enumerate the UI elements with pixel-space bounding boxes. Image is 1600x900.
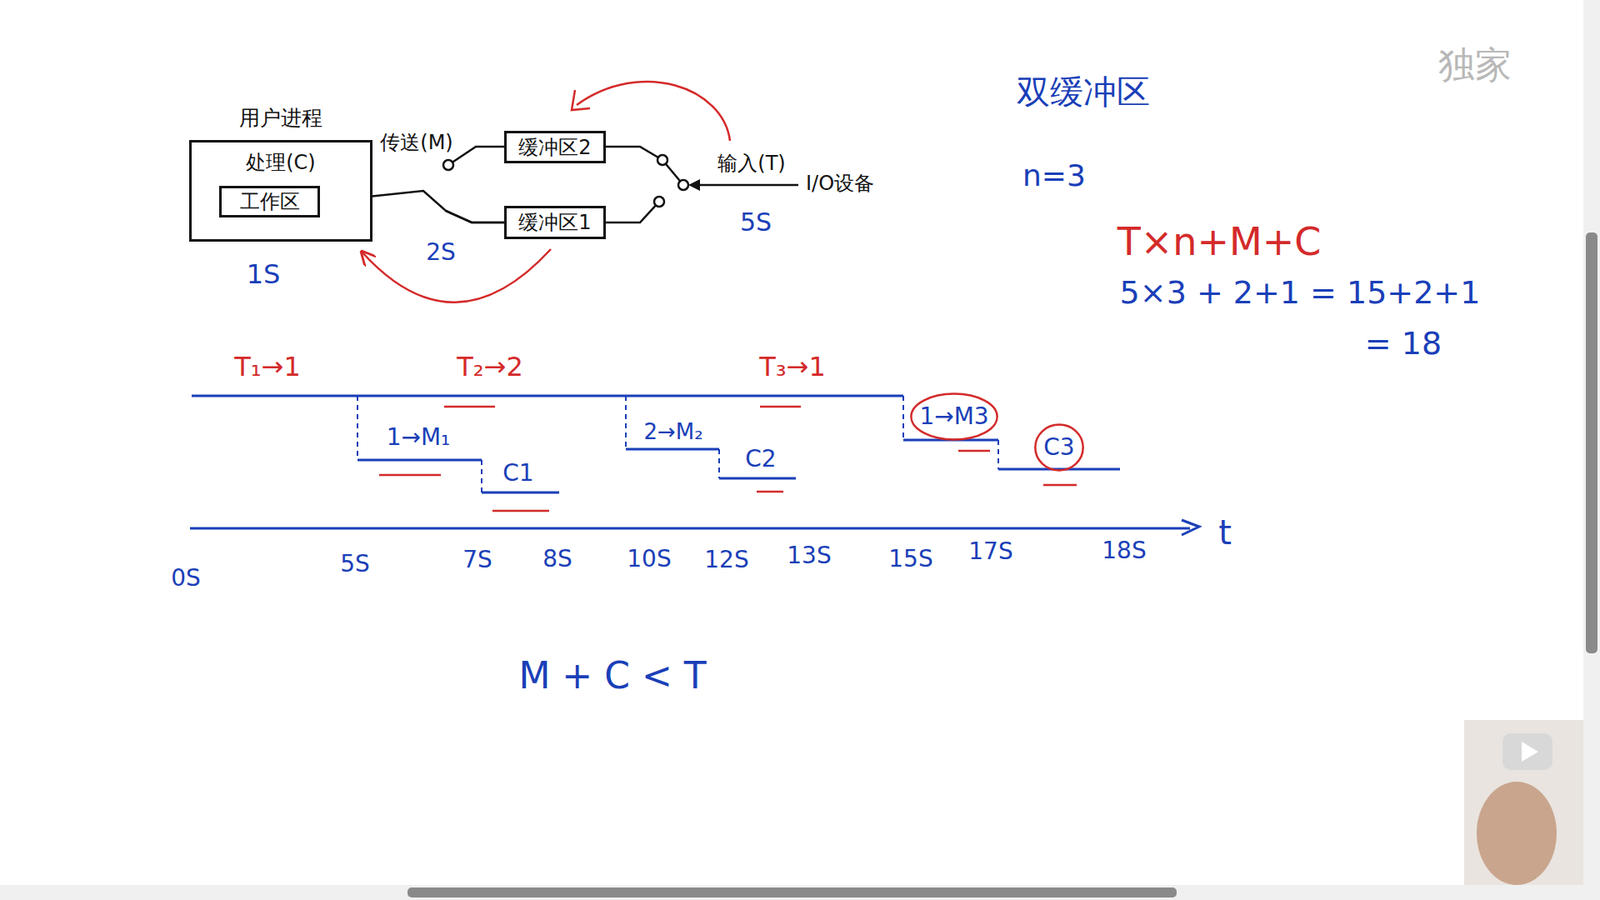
axis-tick: 18S xyxy=(1101,538,1146,565)
scrollbar-thumb xyxy=(1585,232,1598,654)
axis-tick: 5S xyxy=(340,551,370,578)
dashed-step xyxy=(356,395,359,460)
arrowhead xyxy=(688,179,700,191)
dashed-step xyxy=(902,395,905,440)
step-label: C2 xyxy=(745,446,776,473)
buffer-box: 缓冲区1 xyxy=(504,205,606,240)
time-axis xyxy=(190,527,1190,530)
box-text: 缓冲区2 xyxy=(518,134,591,161)
arrowhead xyxy=(1181,520,1200,535)
wire xyxy=(448,146,505,165)
wire xyxy=(605,201,660,223)
buffer-box: 缓冲区2 xyxy=(504,130,606,164)
switch-contact xyxy=(657,155,668,165)
dashed-step xyxy=(718,449,720,479)
step-label: T₃→1 xyxy=(759,352,826,382)
wire xyxy=(605,146,663,160)
highlight-circle xyxy=(1035,425,1083,471)
underline xyxy=(1043,484,1077,487)
dashed-step xyxy=(997,440,1000,470)
work-area-box: 工作区 xyxy=(219,185,320,218)
label: 传送(M) xyxy=(380,131,453,154)
handwritten-title: 双缓冲区 xyxy=(1016,73,1150,110)
timeline-track xyxy=(357,459,482,462)
dashed-step xyxy=(625,395,627,450)
process-box: 工作区用户进程处理(C) xyxy=(189,140,373,242)
highlight-circle xyxy=(910,394,997,440)
axis-label: t xyxy=(1218,514,1232,551)
inequality: M + C < T xyxy=(518,655,706,696)
underline xyxy=(492,510,550,513)
label: I/O设备 xyxy=(805,172,875,195)
label: 输入(T) xyxy=(717,152,785,175)
video-thumbnail xyxy=(1464,720,1584,885)
step-label: 1→M3 xyxy=(919,404,989,430)
wire xyxy=(695,184,799,187)
time-note: 1S xyxy=(246,260,281,290)
axis-tick: 13S xyxy=(786,543,831,570)
presenter-face xyxy=(1476,781,1557,885)
step-label: C1 xyxy=(502,460,534,487)
box-text: 工作区 xyxy=(240,188,300,215)
underline xyxy=(958,450,990,453)
axis-tick: 12S xyxy=(704,547,749,574)
formula: = 18 xyxy=(1365,326,1442,362)
switch-contact xyxy=(443,160,454,170)
timeline-track xyxy=(719,477,796,480)
step-label: 1→M₁ xyxy=(386,425,451,451)
step-label: 2→M₂ xyxy=(643,420,703,445)
underline xyxy=(760,405,801,409)
axis-tick: 10S xyxy=(626,546,671,573)
box-text: 缓冲区1 xyxy=(518,209,591,236)
watermark: 独家 xyxy=(1438,45,1512,85)
timeline-track xyxy=(481,491,560,495)
box-text: 处理(C) xyxy=(191,142,370,176)
step-label: T₁→1 xyxy=(234,352,301,382)
timeline-track xyxy=(191,395,904,398)
underline xyxy=(756,490,784,494)
red-arc-connector xyxy=(361,249,551,303)
handwritten-note: n=3 xyxy=(1022,159,1086,193)
axis-tick: 7S xyxy=(462,547,493,574)
play-icon xyxy=(1521,741,1539,762)
dashed-step xyxy=(480,460,483,493)
scrollbar-track xyxy=(1583,0,1600,885)
wire xyxy=(445,210,505,223)
time-note: 5S xyxy=(740,208,772,236)
axis-tick: 17S xyxy=(968,539,1013,565)
time-note: 2S xyxy=(425,240,456,266)
arrowhead xyxy=(571,90,590,110)
box-heading: 用户进程 xyxy=(191,104,370,132)
scrollbar-thumb xyxy=(407,887,1177,898)
axis-tick: 0S xyxy=(170,565,201,592)
step-label: T₂→2 xyxy=(456,352,524,382)
formula: 5×3 + 2+1 = 15+2+1 xyxy=(1120,275,1481,311)
formula: T×n+M+C xyxy=(1117,220,1322,264)
underline xyxy=(379,474,441,477)
axis-tick: 15S xyxy=(888,546,933,573)
step-label: C3 xyxy=(1043,435,1075,461)
switch-pivot xyxy=(678,180,689,190)
scrollbar-track xyxy=(0,885,1600,900)
switch-contact xyxy=(654,196,665,207)
underline xyxy=(444,405,495,409)
play-icon xyxy=(1502,733,1553,770)
timeline-track xyxy=(625,448,720,451)
axis-tick: 8S xyxy=(542,546,573,573)
